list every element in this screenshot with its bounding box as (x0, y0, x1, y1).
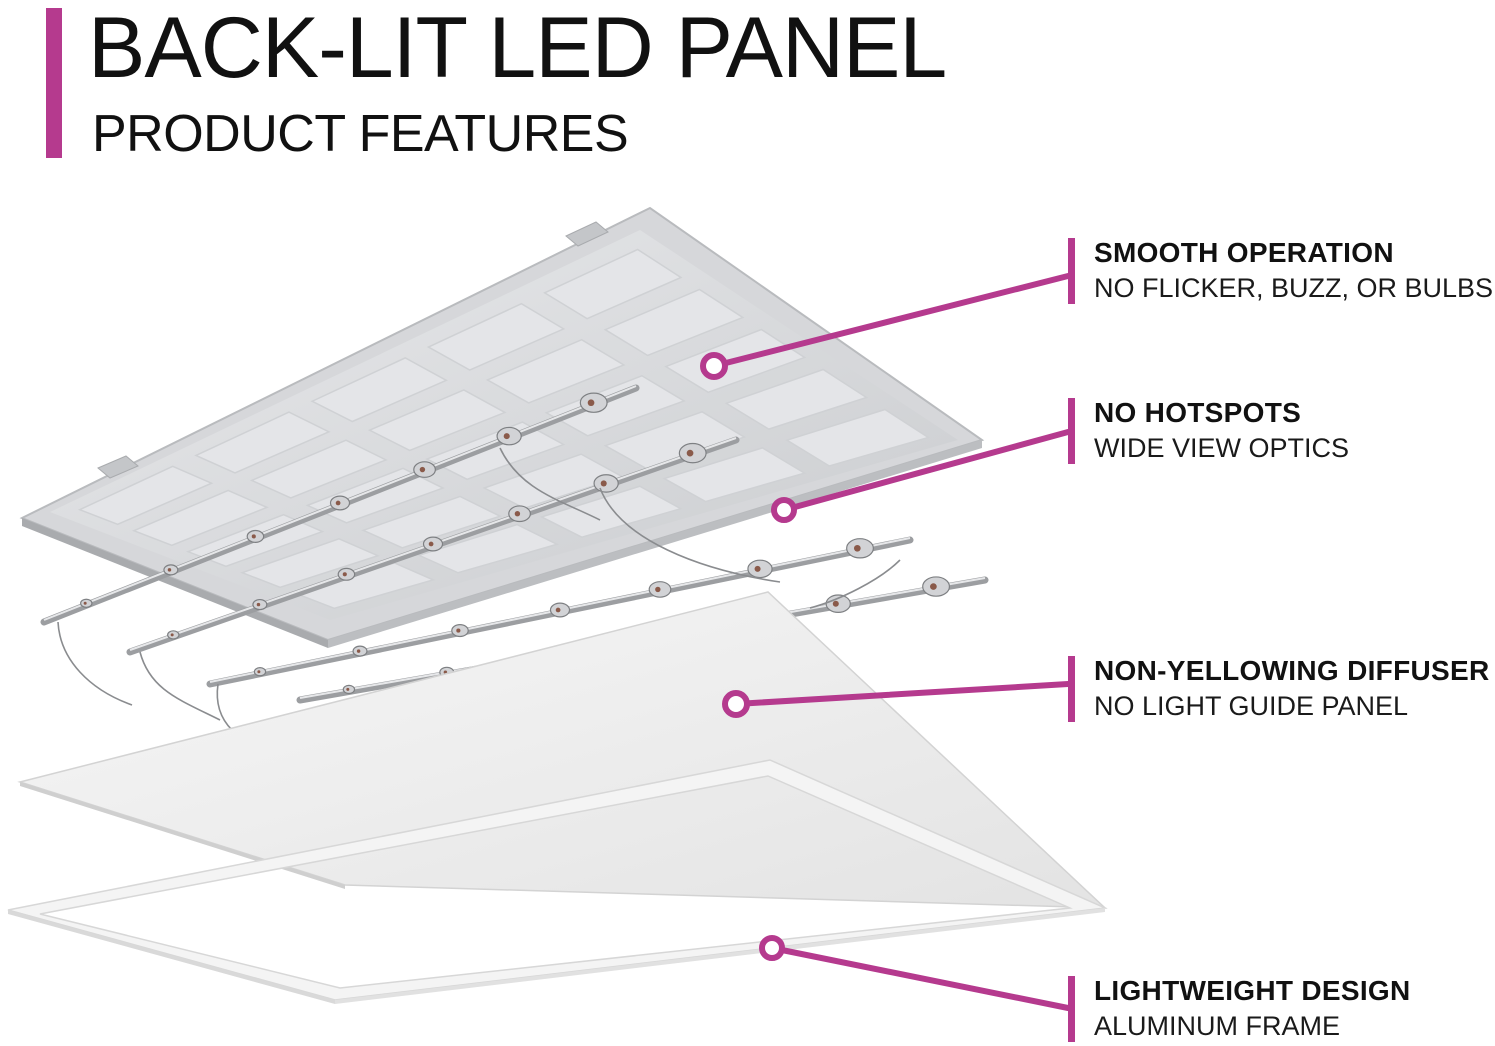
led-chip (832, 600, 839, 607)
marker-dots (700, 352, 797, 961)
reflector-pocket (240, 537, 380, 589)
callout-title: LIGHTWEIGHT DESIGN (1094, 975, 1411, 1006)
callout-title: NON-YELLOWING DIFFUSER (1094, 655, 1490, 686)
led-chip (419, 466, 426, 473)
marker-dot-frame (759, 935, 785, 961)
reflector-pocket (425, 421, 566, 481)
led-chip (170, 633, 174, 637)
reflector-pocket (249, 439, 388, 499)
callout-subtitle: ALUMINUM FRAME (1094, 1011, 1341, 1041)
led-chip (754, 565, 761, 572)
reflector-pocket (194, 411, 331, 474)
reflector-pocket (724, 368, 869, 430)
callout-subtitle: WIDE VIEW OPTICS (1094, 433, 1350, 463)
led-chip (356, 649, 361, 653)
leader-lines (711, 273, 1071, 1011)
led-chip (686, 449, 694, 457)
housing-tabs (97, 221, 609, 479)
page-title: BACK-LIT LED PANEL (88, 0, 947, 96)
led-strips (40, 384, 989, 704)
led-chip (514, 511, 521, 517)
reflector-pocket (77, 465, 214, 526)
aluminum-frame (7, 759, 1108, 1004)
reflector-pocket (485, 338, 626, 404)
wires (57, 447, 901, 731)
led-chip (335, 500, 341, 506)
led-chip (930, 583, 937, 590)
led-chip (456, 628, 461, 633)
led-chip (342, 572, 347, 577)
page-subtitle: PRODUCT FEATURES (92, 105, 629, 163)
marker-dot-no-hotspots (771, 497, 797, 523)
callout-bar (1068, 976, 1075, 1042)
callout-title: SMOOTH OPERATION (1094, 237, 1394, 268)
callout-title: NO HOTSPOTS (1094, 397, 1302, 428)
callout-bar (1068, 656, 1075, 722)
reflector-pocket (131, 489, 269, 547)
title-accent-bar (46, 8, 62, 158)
reflector-pocket (361, 495, 502, 549)
led-chip (853, 544, 861, 552)
reflector-pocket (543, 248, 683, 320)
reflector-pocket (603, 288, 745, 357)
led-chip (251, 534, 256, 539)
reflector-pocket (367, 389, 507, 452)
reflector-pocket (662, 447, 807, 503)
reflector-pocket (785, 408, 931, 467)
led-chip (83, 601, 87, 605)
led-chip (428, 541, 434, 547)
callout-subtitle: NO FLICKER, BUZZ, OR BULBS (1094, 273, 1494, 303)
callout-subtitle: NO LIGHT GUIDE PANEL (1094, 691, 1409, 721)
reflector-pockets (77, 248, 931, 610)
led-chip (503, 433, 510, 440)
led-chip (587, 399, 595, 407)
led-chip (257, 670, 261, 674)
reflector-pocket (310, 357, 448, 423)
back-housing (19, 206, 985, 648)
led-chip (346, 687, 350, 691)
led-chip (167, 568, 172, 572)
reflector-pocket (426, 302, 566, 371)
led-chip (655, 586, 661, 593)
led-chip (600, 480, 607, 487)
reflector-pocket (416, 523, 560, 574)
led-chip (555, 607, 561, 613)
led-chip (256, 602, 261, 607)
callout-bar (1068, 398, 1075, 464)
marker-dot-diffuser (722, 690, 750, 718)
reflector-pocket (539, 485, 683, 538)
reflector-pocket (544, 374, 686, 437)
marker-dot-smooth-operation (700, 352, 728, 380)
callout-bar (1068, 238, 1075, 304)
diffuser-sheet (17, 591, 1107, 909)
reflector-pocket (603, 410, 747, 470)
